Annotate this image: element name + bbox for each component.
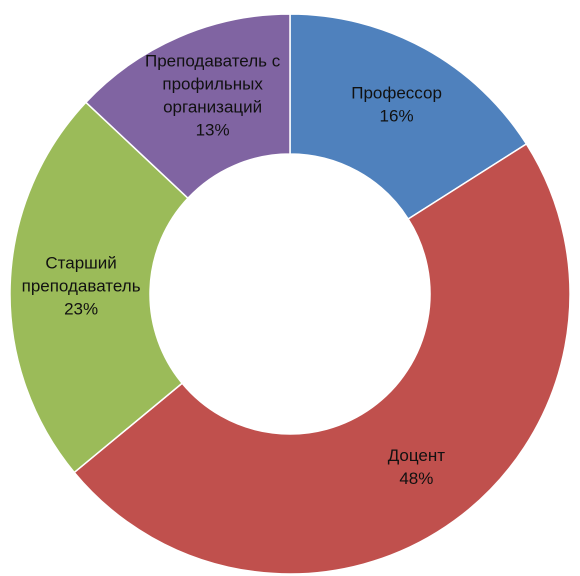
donut-slice-1 [289, 13, 528, 221]
slice-percent-label: 48% [399, 469, 433, 488]
slice-percent-label: 13% [196, 121, 230, 140]
slice-name-line: Преподаватель с [145, 52, 281, 71]
slice-name-line: преподаватель [22, 277, 141, 296]
donut-slice-4 [84, 13, 291, 200]
slice-name-line: организаций [163, 98, 262, 117]
slice-label-3: Старший преподаватель 23% [22, 254, 141, 319]
slice-name-line: Профессор [351, 84, 442, 103]
slice-percent-label: 16% [380, 107, 414, 126]
slice-name-line: Доцент [388, 446, 446, 465]
slice-name-line: профильных [162, 75, 263, 94]
slice-label-1: Профессор 16% [351, 84, 442, 126]
slice-labels: Профессор 16% Доцент 48% Старший преподавател… [22, 52, 446, 488]
slice-label-4: Преподаватель с профильных организаций 13% [145, 52, 281, 140]
slice-percent-label: 23% [64, 300, 98, 319]
slice-label-2: Доцент 48% [388, 446, 446, 488]
donut-slices [9, 13, 571, 575]
donut-slice-3 [9, 101, 190, 474]
donut-slice-2 [73, 142, 571, 575]
slice-name-line: Старший [45, 254, 116, 273]
